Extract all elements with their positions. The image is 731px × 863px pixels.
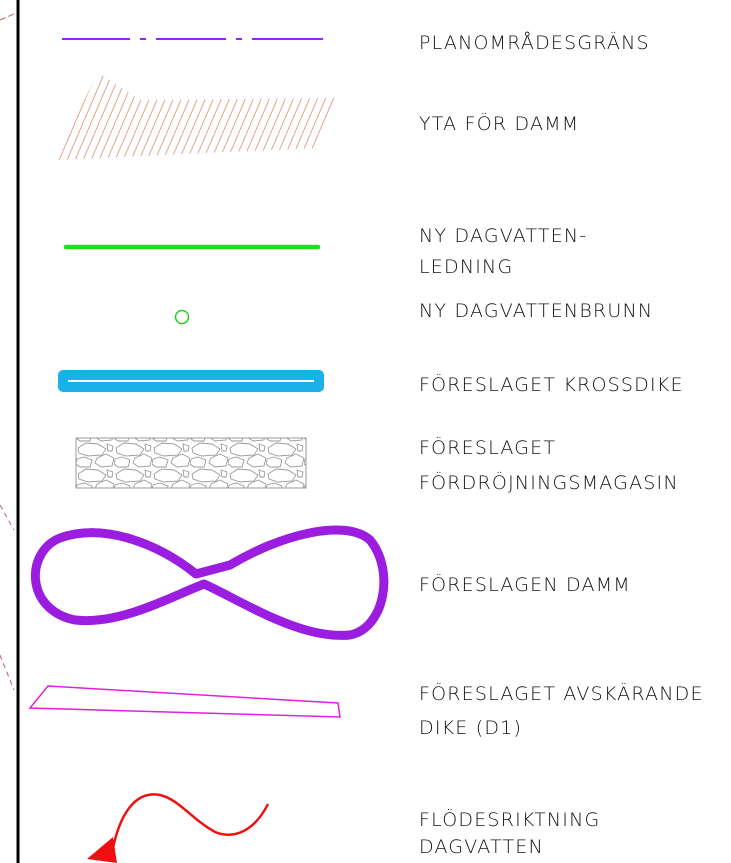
blue-bar-icon — [58, 370, 324, 392]
background-plan-line — [0, 504, 15, 531]
label-yta-for-damm: YTA FÖR DAMM — [419, 113, 580, 135]
label-foreslaget-krossdike: FÖRESLAGET KROSSDIKE — [419, 374, 684, 396]
label-foreslaget-avskarande-dike: FÖRESLAGET AVSKÄRANDE DIKE (D1) — [419, 683, 704, 739]
small-circle-icon — [174, 309, 190, 325]
background-plan-line — [0, 13, 15, 21]
stone-pattern-icon — [75, 437, 307, 489]
thin-wedge-icon — [28, 685, 341, 718]
hatched-area-icon — [55, 72, 340, 160]
label-foreslagen-damm: FÖRESLAGEN DAMM — [419, 574, 631, 596]
label-flodesriktning-dagvatten: FLÖDESRIKTNING DAGVATTEN — [419, 809, 601, 858]
label-foreslaget-fordrojningsmagasin: FÖRESLAGET FÖRDRÖJNINGSMAGASIN — [419, 437, 679, 494]
label-planomradesgrans: PLANOMRÅDESGRÄNS — [419, 32, 650, 54]
figure-eight-icon — [30, 525, 389, 640]
label-ny-dagvattenledning: NY DAGVATTEN- LEDNING — [419, 225, 588, 278]
flow-arrow-icon — [87, 793, 270, 863]
label-ny-dagvattenbrunn: NY DAGVATTENBRUNN — [419, 300, 654, 322]
background-plan-line — [0, 654, 15, 691]
